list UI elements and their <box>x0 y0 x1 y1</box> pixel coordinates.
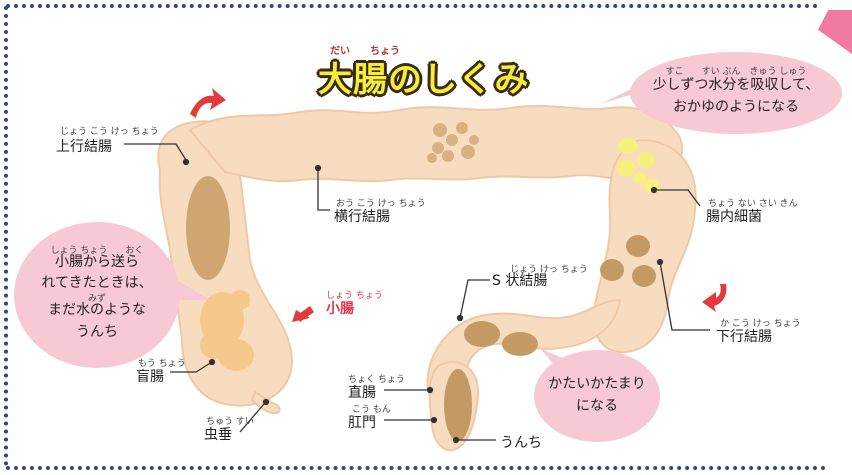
reading-cecum: もう ちょう <box>138 359 186 369</box>
label-stool: うんち <box>500 435 542 451</box>
reading-rectum: ちょく ちょう <box>348 375 405 385</box>
label-rectum: 直腸 <box>348 385 376 401</box>
bubble-bottom-line-2: になる <box>576 398 618 414</box>
label-anus: 肛門 <box>348 415 376 431</box>
stool-porridge <box>427 122 479 163</box>
bubble-bottom-line-1: かたいかたまり <box>548 376 646 393</box>
label-sigmoid-colon: S 状結腸 <box>492 273 548 289</box>
flow-arrow-top-left <box>190 88 226 118</box>
stool-in-rectum <box>444 369 472 441</box>
flow-arrows <box>190 88 727 322</box>
reading-appendix: ちゅう すい <box>206 417 254 427</box>
stool-in-ascending-colon <box>186 176 230 280</box>
bubble-left-reading-2: みず <box>87 294 106 304</box>
reading-intestinal-bacteria: ちょう ない さい きん <box>708 199 798 209</box>
label-descending-colon: 下行結腸 <box>716 329 772 345</box>
bubble-absorb-water: すこ すい ぶん きゅう しゅう 少しずつ水分を吸収して、 おかゆのようになる <box>630 52 842 134</box>
frame-border-top <box>6 4 818 8</box>
label-transverse-colon: 横行結腸 <box>334 209 390 225</box>
frame-border-bottom <box>6 466 826 470</box>
label-ascending-colon: 上行結腸 <box>56 139 112 155</box>
frame-border-left <box>4 6 8 466</box>
title-reading-chou: ちょう <box>370 46 400 57</box>
bubble-left-line-3: まだ水のような <box>47 302 146 318</box>
bubble-top-reading: すこ すい ぶん きゅう しゅう <box>665 66 807 77</box>
reading-sigmoid-colon: じょう けっ ちょう <box>510 265 588 275</box>
bubble-left-line-1: 小腸から送ら <box>54 253 139 270</box>
page-title: 大腸のしくみ <box>318 60 530 100</box>
label-cecum: 盲腸 <box>136 369 164 385</box>
reading-transverse-colon: おう こう けっ ちょう <box>336 199 426 209</box>
label-intestinal-bacteria: 腸内細菌 <box>706 209 762 225</box>
title-reading-dai: だい <box>330 46 350 57</box>
bubble-left-line-4: うんち <box>75 323 118 340</box>
bubble-hard-lump: かたいかたまり になる <box>534 350 660 442</box>
label-small-intestine: 小腸 <box>326 301 354 317</box>
bubble-top-line-2: おかゆのようになる <box>672 98 799 115</box>
flow-arrow-right <box>702 284 727 312</box>
bubble-left-reading-1: しょう ちょう おく <box>50 245 144 256</box>
reading-descending-colon: か こう けっ ちょう <box>720 319 801 329</box>
stool-hard-lumps <box>464 235 656 356</box>
leader-lines <box>124 143 710 444</box>
bubble-left-line-2: れてきたときは、 <box>41 275 153 292</box>
label-appendix: 虫垂 <box>204 427 232 443</box>
reading-ascending-colon: じょう こう けっ ちょう <box>60 127 159 137</box>
bubble-top-line-1: 少しずつ水分を吸収して、 <box>652 76 820 93</box>
flow-arrow-small-intestine <box>292 306 314 322</box>
stool-watery <box>200 290 254 371</box>
reading-small-intestine: しょう ちょう <box>326 291 383 301</box>
reading-anus: こう もん <box>352 405 391 415</box>
bubble-watery-stool: しょう ちょう おく 小腸から送ら れてきたときは、 みず まだ水のような うん… <box>14 222 180 368</box>
